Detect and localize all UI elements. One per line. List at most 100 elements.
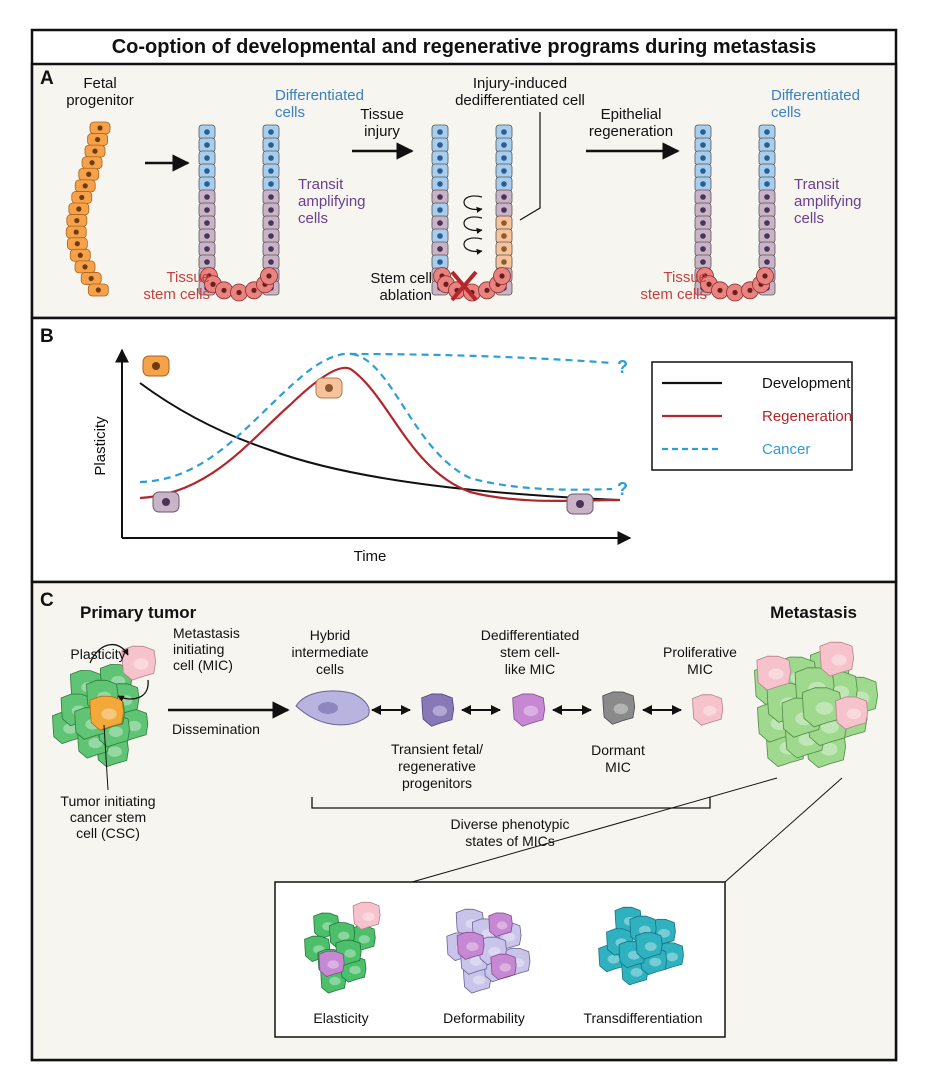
curve-cancer-low	[351, 352, 613, 491]
crypt-cell-nucleus	[764, 181, 770, 187]
label-transit-2-line: amplifying	[794, 193, 862, 210]
states-bracket	[311, 797, 711, 809]
crypt-cell-nucleus	[437, 194, 443, 200]
label-csc-line: cancer stem	[70, 809, 146, 825]
crypt-cell-nucleus	[204, 129, 210, 135]
fetal-cell-nucleus	[74, 241, 80, 247]
label-hybrid-line: intermediate	[291, 644, 368, 660]
label-deformability-line: Deformability	[443, 1010, 525, 1026]
label-transit-1-line: cells	[298, 210, 328, 227]
fetal-cell-nucleus	[94, 136, 101, 143]
crypt-cell-nucleus	[700, 207, 706, 213]
fetal-cell-nucleus	[82, 183, 88, 189]
crypt-cell-nucleus	[700, 129, 706, 135]
curve-regeneration	[139, 366, 621, 503]
fetal-cell-nucleus	[77, 252, 83, 258]
tumor-cell-nucleus	[127, 720, 142, 732]
label-transit-1-line: amplifying	[298, 193, 366, 210]
deformability-purple-cell-nucleus	[496, 921, 508, 930]
mic-cell	[121, 645, 157, 681]
label-primary-tumor: Primary tumor	[80, 603, 197, 622]
metastasis-cell-nucleus	[815, 701, 834, 715]
label-stem-1-line: stem cells	[143, 286, 210, 303]
deformability-cell-nucleus	[488, 947, 501, 957]
label-deformability: Deformability	[443, 1010, 525, 1026]
ablation-cross	[450, 270, 478, 302]
stem-cell-nucleus	[251, 287, 257, 293]
crypt-cell-nucleus	[268, 233, 274, 239]
label-primary-tumor-line: Primary tumor	[80, 603, 197, 622]
panel-a-letter: A	[40, 68, 54, 89]
elasticity-cell-nucleus	[338, 931, 350, 941]
crypt-cell-nucleus	[501, 168, 507, 174]
crypt-cell-nucleus	[437, 129, 443, 135]
transdiff-cell-nucleus	[666, 952, 679, 962]
dormant-mic-cell	[602, 691, 636, 725]
fetal-cell-nucleus	[73, 229, 79, 235]
elasticity-cell-nucleus	[358, 935, 371, 944]
fetal-cell-nucleus	[86, 171, 92, 177]
transdifferentiation-cluster	[598, 906, 684, 986]
elasticity-pink-cell	[352, 901, 381, 930]
crypt-cell-nucleus	[437, 168, 443, 174]
crypt-cell-nucleus	[700, 246, 706, 252]
crypt-cell-nucleus	[501, 155, 507, 161]
crypt-cell-nucleus	[764, 129, 770, 135]
tumor-cell-nucleus	[88, 737, 103, 749]
label-dediff-mic-line: like MIC	[505, 661, 556, 677]
stem-cell-nucleus	[747, 287, 753, 293]
question-mark-low: ?	[617, 479, 628, 499]
label-tissue-injury-line: injury	[364, 123, 400, 140]
crypt-cell-nucleus	[268, 259, 274, 265]
crypt-cell-nucleus	[437, 142, 443, 148]
crypt-cell-nucleus	[501, 194, 507, 200]
crypt-cell-nucleus	[204, 259, 210, 265]
crypt-cell-nucleus	[268, 194, 274, 200]
fetal-cell-nucleus	[76, 206, 82, 212]
migration-arrow	[463, 216, 483, 234]
crypt-cell-nucleus	[700, 181, 706, 187]
differentiated-cell-icon-start-nucleus	[162, 498, 170, 506]
crypt-cell-nucleus	[764, 233, 770, 239]
stem-cell-nucleus	[443, 281, 449, 287]
elasticity-cell-nucleus	[349, 965, 361, 975]
tumor-cell-nucleus	[63, 723, 78, 734]
plasticity-arrow	[89, 644, 129, 664]
label-transit-2-line: cells	[794, 210, 824, 227]
crypt-cell-nucleus	[437, 207, 443, 213]
deformability-purple-cell	[490, 953, 517, 980]
crypt-cell-nucleus	[501, 259, 507, 265]
label-stem-ablation-line: Stem cell	[370, 270, 432, 287]
label-transdifferentiation-line: Transdifferentiation	[583, 1010, 702, 1026]
deformability-purple-cell	[488, 912, 513, 937]
crypt	[694, 124, 776, 302]
dediff-mic-cell-nucleus	[523, 705, 539, 717]
crypt-cell-nucleus	[764, 142, 770, 148]
transdiff-cell-nucleus	[644, 942, 657, 951]
fetal-cell-nucleus	[82, 264, 88, 270]
stem-cell-nucleus	[221, 287, 227, 293]
dediff-pointer	[519, 112, 541, 221]
deformability-cell-nucleus	[502, 932, 516, 942]
metastasis-cluster	[754, 641, 878, 768]
label-fetal-progenitor-line: progenitor	[66, 92, 134, 109]
label-proliferative-line: MIC	[687, 661, 713, 677]
label-dissemination: Dissemination	[172, 721, 260, 737]
crypt-cell-nucleus	[268, 207, 274, 213]
label-differentiated-2-line: Differentiated	[771, 87, 860, 104]
zoom-line	[724, 777, 843, 883]
proliferative-mic-cell	[692, 694, 724, 726]
crypt-cell-nucleus	[204, 233, 210, 239]
transdiff-cell-nucleus	[649, 957, 662, 967]
label-transit-1-line: Transit	[298, 176, 344, 193]
crypt-cell-nucleus	[268, 129, 274, 135]
crypt-cell-nucleus	[501, 233, 507, 239]
transdiff-cell-nucleus	[630, 968, 643, 977]
